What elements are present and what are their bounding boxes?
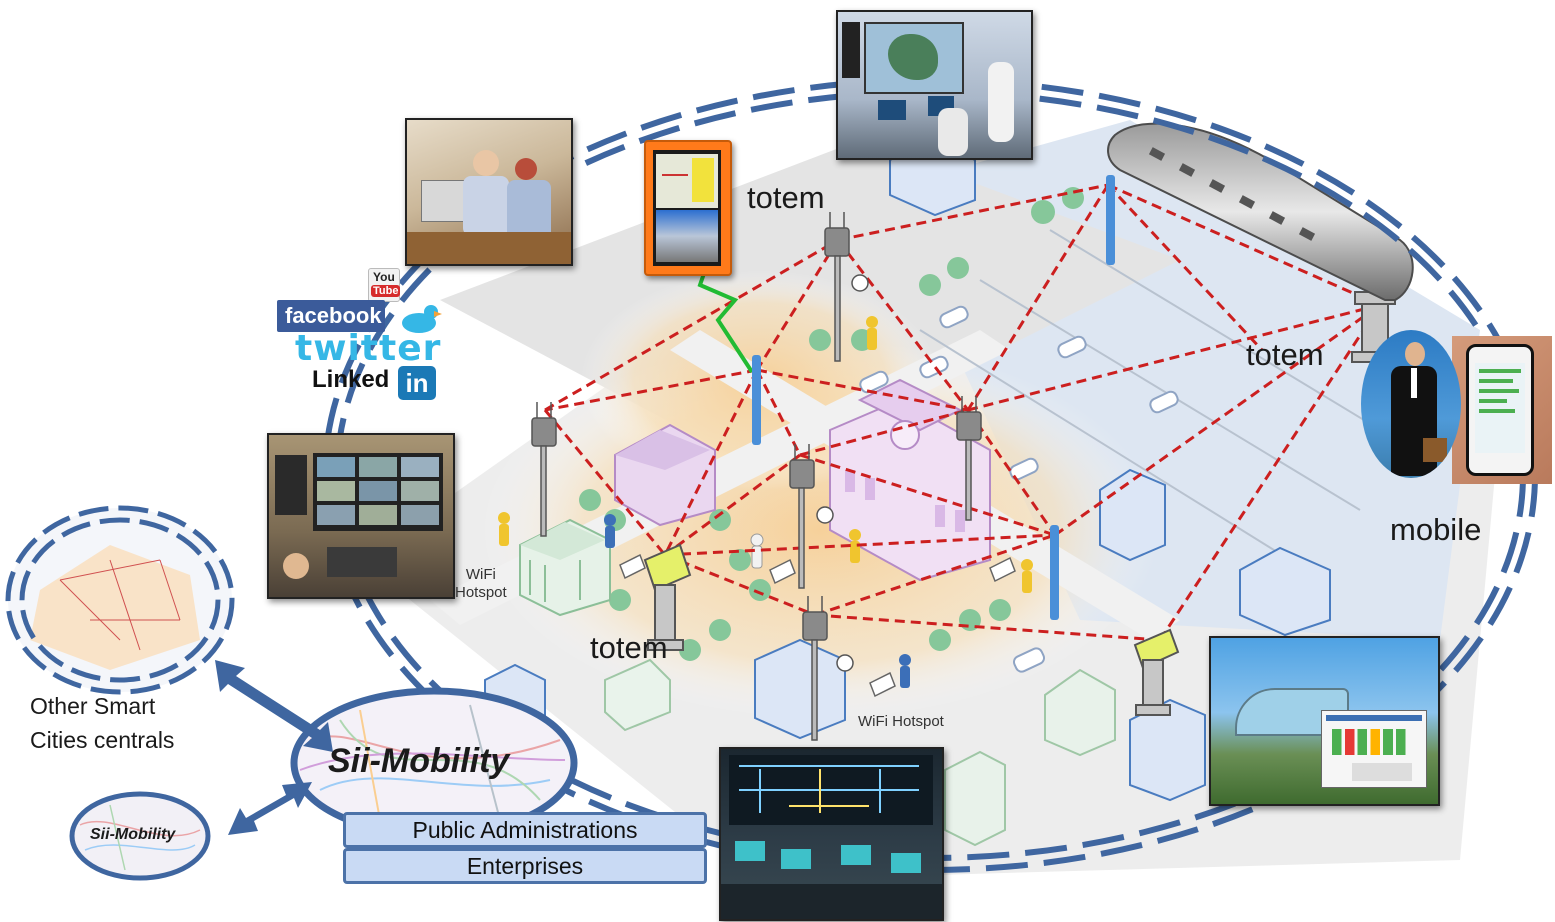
linkedin-label: Linked (312, 366, 390, 393)
wifi-hotspot-label-left: WiFi Hotspot (455, 566, 507, 602)
phone-photo (1452, 336, 1552, 484)
other-cities-line2: Cities centrals (30, 727, 175, 753)
youtube-bottom: Tube (371, 285, 401, 297)
surveillance-room-photo (267, 433, 455, 599)
tablet-photo (644, 140, 732, 276)
cameras (816, 274, 869, 672)
laptops (619, 553, 1016, 698)
sensor-poles (752, 175, 1115, 620)
cars (859, 305, 1179, 673)
green-building (519, 518, 611, 617)
youtube-icon: You Tube (368, 268, 401, 302)
twitter-bird-icon (394, 303, 442, 337)
totem-label-right: totem (1246, 337, 1324, 372)
call-center-photo (405, 118, 573, 266)
enterprises-bar: Enterprises (343, 848, 707, 884)
linkedin-badge-icon: in (398, 366, 436, 400)
operations-center-photo (719, 747, 944, 921)
wifi-hotspot-left-line1: WiFi (465, 566, 496, 583)
pedestrians (498, 316, 1033, 688)
control-room-photo (836, 10, 1033, 160)
twitter-label: twitter (295, 328, 442, 369)
sii-mobility-title: Sii-Mobility (328, 742, 510, 780)
totem-label-bottom: totem (590, 630, 668, 665)
wifi-hotspot-left-line2: Hotspot (455, 584, 507, 601)
purple-building (614, 423, 716, 527)
totem-label-top: totem (747, 180, 825, 215)
green-office-buildings (944, 668, 1116, 847)
sii-mobility-small-title: Sii-Mobility (90, 826, 176, 843)
public-administrations-bar: Public Administrations (343, 812, 707, 848)
other-cities-line1: Other Smart (30, 693, 156, 719)
link-arrows (215, 660, 333, 835)
buildings (484, 138, 1331, 847)
wifi-hotspot-label-bottom: WiFi Hotspot (858, 713, 944, 730)
youtube-top: You (373, 270, 395, 284)
wifi-antennas (531, 212, 982, 741)
facebook-label: facebook (285, 303, 382, 328)
mobile-label: mobile (1390, 512, 1482, 547)
sii-mobility-small (69, 791, 211, 881)
other-cities-ring (5, 505, 235, 695)
other-cities-label: Other Smart Cities centrals (30, 689, 174, 757)
businessman-icon (1361, 330, 1461, 478)
campus-building-photo (1209, 636, 1440, 806)
truck (604, 658, 671, 732)
facebook-icon: facebook (277, 300, 385, 332)
